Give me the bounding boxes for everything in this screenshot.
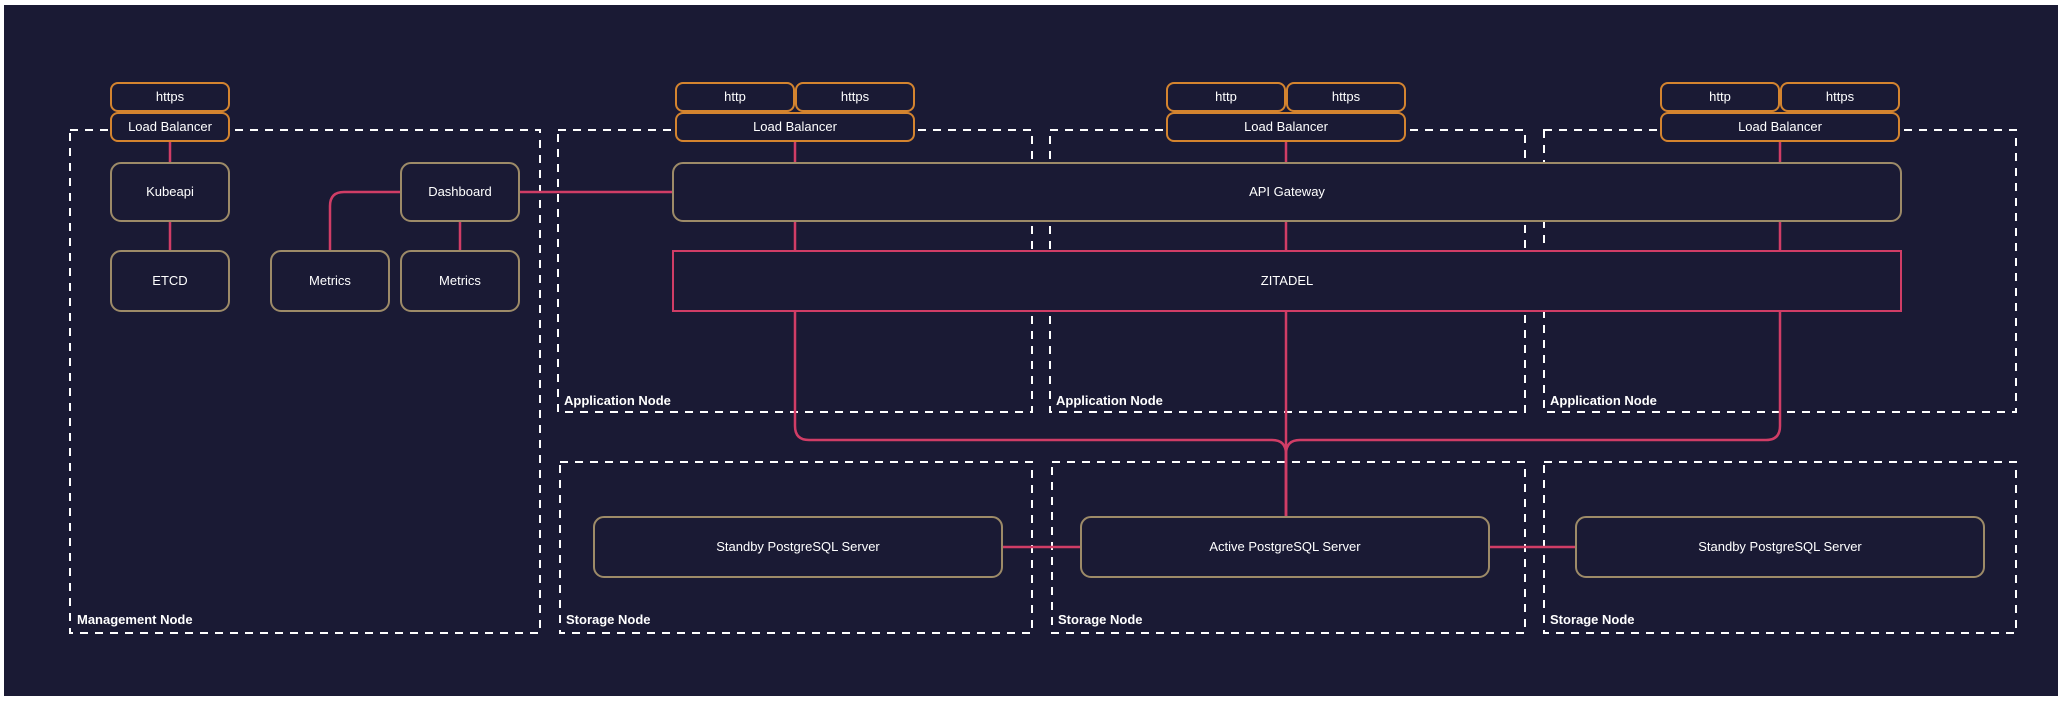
node-active-postgresql: Active PostgreSQL Server bbox=[1080, 516, 1490, 578]
node-app2-https: https bbox=[1286, 82, 1406, 112]
edge-zitadel-to-active-db-left bbox=[793, 312, 1288, 518]
node-metrics-right: Metrics bbox=[400, 250, 520, 312]
node-metrics-left: Metrics bbox=[270, 250, 390, 312]
node-label: Standby PostgreSQL Server bbox=[1698, 538, 1862, 554]
node-label: API Gateway bbox=[1249, 183, 1325, 199]
node-app3-https: https bbox=[1780, 82, 1900, 112]
node-label: Dashboard bbox=[428, 183, 492, 199]
node-app3-load-balancer: Load Balancer bbox=[1660, 112, 1900, 142]
node-dashboard: Dashboard bbox=[400, 162, 520, 222]
node-label: http bbox=[1215, 88, 1237, 104]
node-app3-http: http bbox=[1660, 82, 1780, 112]
node-label: Kubeapi bbox=[146, 183, 194, 199]
group-label-storage-node-3: Storage Node bbox=[1550, 612, 1635, 627]
node-label: ETCD bbox=[152, 272, 188, 288]
node-app1-http: http bbox=[675, 82, 795, 112]
group-label-application-node-3: Application Node bbox=[1550, 393, 1657, 408]
node-mgmt-https: https bbox=[110, 82, 230, 112]
edge-dashboard-to-metrics-left bbox=[328, 190, 402, 252]
node-label: ZITADEL bbox=[1260, 272, 1314, 288]
group-label-management-node: Management Node bbox=[77, 612, 193, 627]
node-label: Metrics bbox=[309, 272, 351, 288]
node-app2-load-balancer: Load Balancer bbox=[1166, 112, 1406, 142]
group-label-storage-node-1: Storage Node bbox=[566, 612, 651, 627]
node-standby-postgresql-left: Standby PostgreSQL Server bbox=[593, 516, 1003, 578]
node-label: Load Balancer bbox=[1244, 118, 1328, 134]
node-mgmt-load-balancer: Load Balancer bbox=[110, 112, 230, 142]
node-label: Metrics bbox=[439, 272, 481, 288]
node-label: Load Balancer bbox=[753, 118, 837, 134]
node-label: Active PostgreSQL Server bbox=[1209, 538, 1361, 554]
node-label: Standby PostgreSQL Server bbox=[716, 538, 880, 554]
node-api-gateway: API Gateway bbox=[672, 162, 1902, 222]
group-label-application-node-2: Application Node bbox=[1056, 393, 1163, 408]
node-app1-https: https bbox=[795, 82, 915, 112]
node-label: http bbox=[1709, 88, 1731, 104]
group-label-storage-node-2: Storage Node bbox=[1058, 612, 1143, 627]
node-standby-postgresql-right: Standby PostgreSQL Server bbox=[1575, 516, 1985, 578]
node-app1-load-balancer: Load Balancer bbox=[675, 112, 915, 142]
node-label: Load Balancer bbox=[1738, 118, 1822, 134]
group-label-application-node-1: Application Node bbox=[564, 393, 671, 408]
node-app2-http: http bbox=[1166, 82, 1286, 112]
node-label: https bbox=[1825, 88, 1855, 104]
node-label: http bbox=[724, 88, 746, 104]
edge-zitadel-to-active-db-right bbox=[1284, 312, 1782, 518]
node-label: https bbox=[1331, 88, 1361, 104]
node-label: https bbox=[155, 88, 185, 104]
node-kubeapi: Kubeapi bbox=[110, 162, 230, 222]
group-management-node bbox=[69, 129, 541, 634]
node-label: https bbox=[840, 88, 870, 104]
node-label: Load Balancer bbox=[128, 118, 212, 134]
node-etcd: ETCD bbox=[110, 250, 230, 312]
node-zitadel: ZITADEL bbox=[672, 250, 1902, 312]
